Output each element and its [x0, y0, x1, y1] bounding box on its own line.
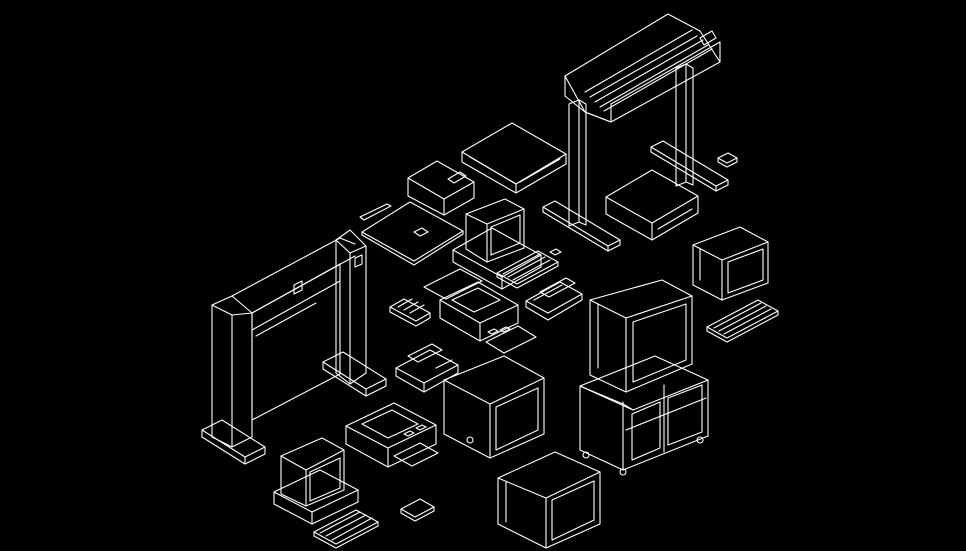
large-plotter: [201, 229, 387, 465]
tall-plotter: [542, 13, 729, 252]
small-printer: [395, 343, 459, 393]
small-box: [407, 160, 475, 216]
keypad: [389, 298, 431, 327]
digitizer-tablet: [361, 201, 464, 266]
crt-monitor-right: [692, 226, 769, 301]
keyboard: [706, 299, 779, 343]
large-monitor: [443, 355, 545, 459]
mouse: [717, 152, 738, 168]
cpu-box: [605, 169, 699, 241]
crt-monitor-bottom: [497, 451, 601, 549]
stylus: [359, 203, 392, 221]
laser-printer-bottom: [345, 402, 439, 468]
laser-printer-center: [423, 268, 537, 354]
tv-on-cart: [579, 279, 709, 476]
flat-box-device: [461, 122, 567, 194]
workstation-small: [273, 437, 379, 549]
mouse: [400, 498, 435, 522]
laptop: [525, 277, 583, 321]
desktop-pc-monitor: [452, 198, 562, 290]
